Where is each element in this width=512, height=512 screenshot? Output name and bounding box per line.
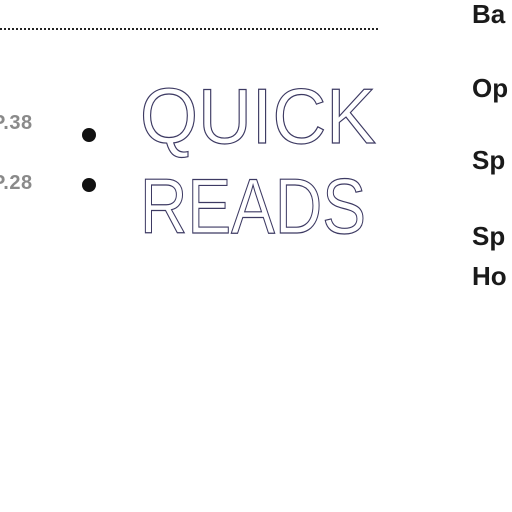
- page-ref-28[interactable]: P.28: [0, 172, 33, 194]
- dotted-divider: [0, 28, 378, 30]
- bullet-dot: [82, 178, 96, 192]
- bullet-dot: [82, 128, 96, 142]
- toc-item[interactable]: Sp: [472, 145, 506, 175]
- page-ref-38[interactable]: P.38: [0, 112, 33, 134]
- toc-item[interactable]: Op: [472, 73, 509, 103]
- toc-item[interactable]: Ho: [472, 261, 507, 291]
- title-line-quick: QUICK: [140, 72, 376, 160]
- title-line-reads: READS: [140, 162, 366, 250]
- toc-item[interactable]: Ba: [472, 0, 506, 29]
- toc-item[interactable]: Sp: [472, 221, 506, 251]
